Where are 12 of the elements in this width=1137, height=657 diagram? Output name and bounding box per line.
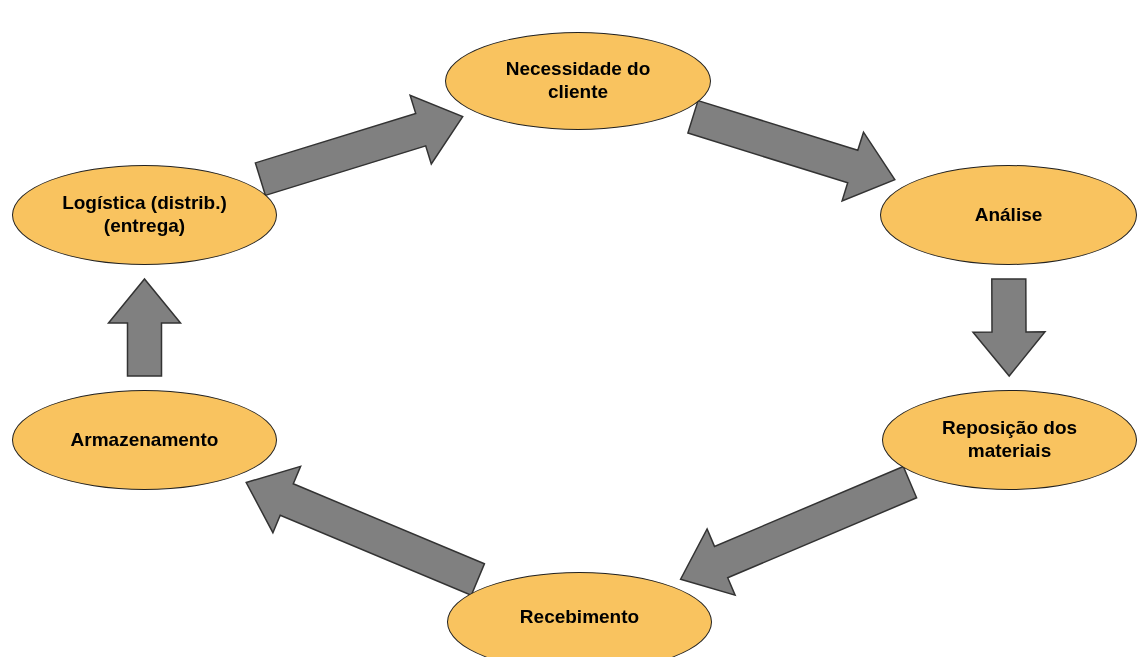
block-arrow <box>679 465 918 597</box>
block-arrow <box>106 277 183 377</box>
node-label: Logística (distrib.) (entrega) <box>61 192 228 238</box>
node-label: Necessidade do cliente <box>504 58 652 104</box>
node-label: Recebimento <box>518 605 641 629</box>
node-label: Análise <box>973 203 1044 227</box>
block-arrow <box>686 99 896 203</box>
block-arrow <box>971 278 1047 378</box>
node-label: Armazenamento <box>69 428 220 452</box>
block-arrow <box>245 465 486 597</box>
node-label: Reposição dos materiais <box>940 417 1079 463</box>
block-arrow <box>254 93 464 197</box>
